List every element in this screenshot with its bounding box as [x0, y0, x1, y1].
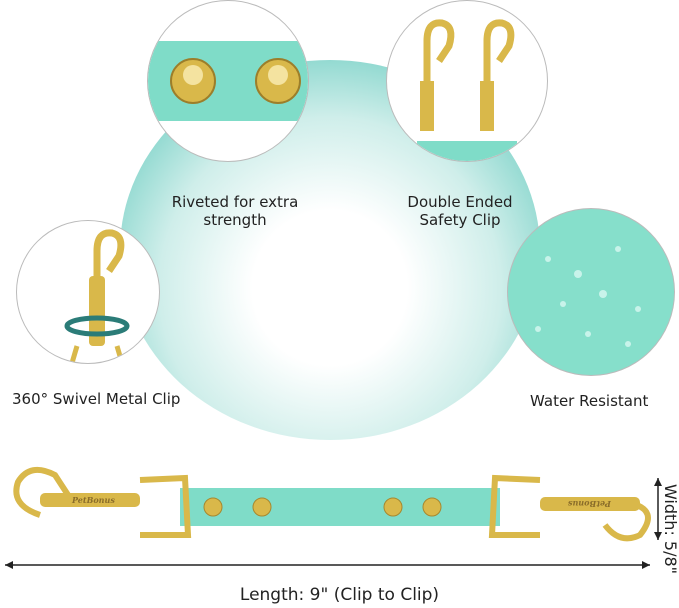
water-droplets-image [535, 246, 641, 347]
swivel-clip-circle [16, 220, 160, 364]
rivet-detail-circle [147, 0, 309, 162]
rivet-detail-image [148, 41, 308, 121]
water-resistant-label: Water Resistant [530, 392, 649, 410]
double-clip-label-line1: Double Ended [407, 193, 513, 211]
double-clip-label: Double Ended Safety Clip [380, 193, 540, 229]
double-clip-circle [386, 0, 548, 162]
double-clip-image [417, 19, 517, 161]
rivets [203, 497, 442, 517]
rivet-label: Riveted for extra strength [150, 193, 320, 229]
brand-engraving-right: PetBonus [568, 499, 611, 509]
rivet-label-line1: Riveted for extra [171, 193, 299, 211]
brand-engraving-left: PetBonus [72, 495, 115, 505]
swivel-label: 360° Swivel Metal Clip [12, 390, 181, 408]
water-resistant-circle [507, 208, 675, 376]
strap [180, 488, 500, 526]
length-label: Length: 9" (Clip to Clip) [239, 585, 440, 605]
swivel-clip-image [64, 229, 130, 363]
double-clip-label-line2: Safety Clip [419, 211, 501, 229]
rotate-arrow-icon [64, 315, 130, 337]
width-label: Width: 5/8" [661, 483, 679, 575]
rivet-label-line2: strength [203, 211, 267, 229]
